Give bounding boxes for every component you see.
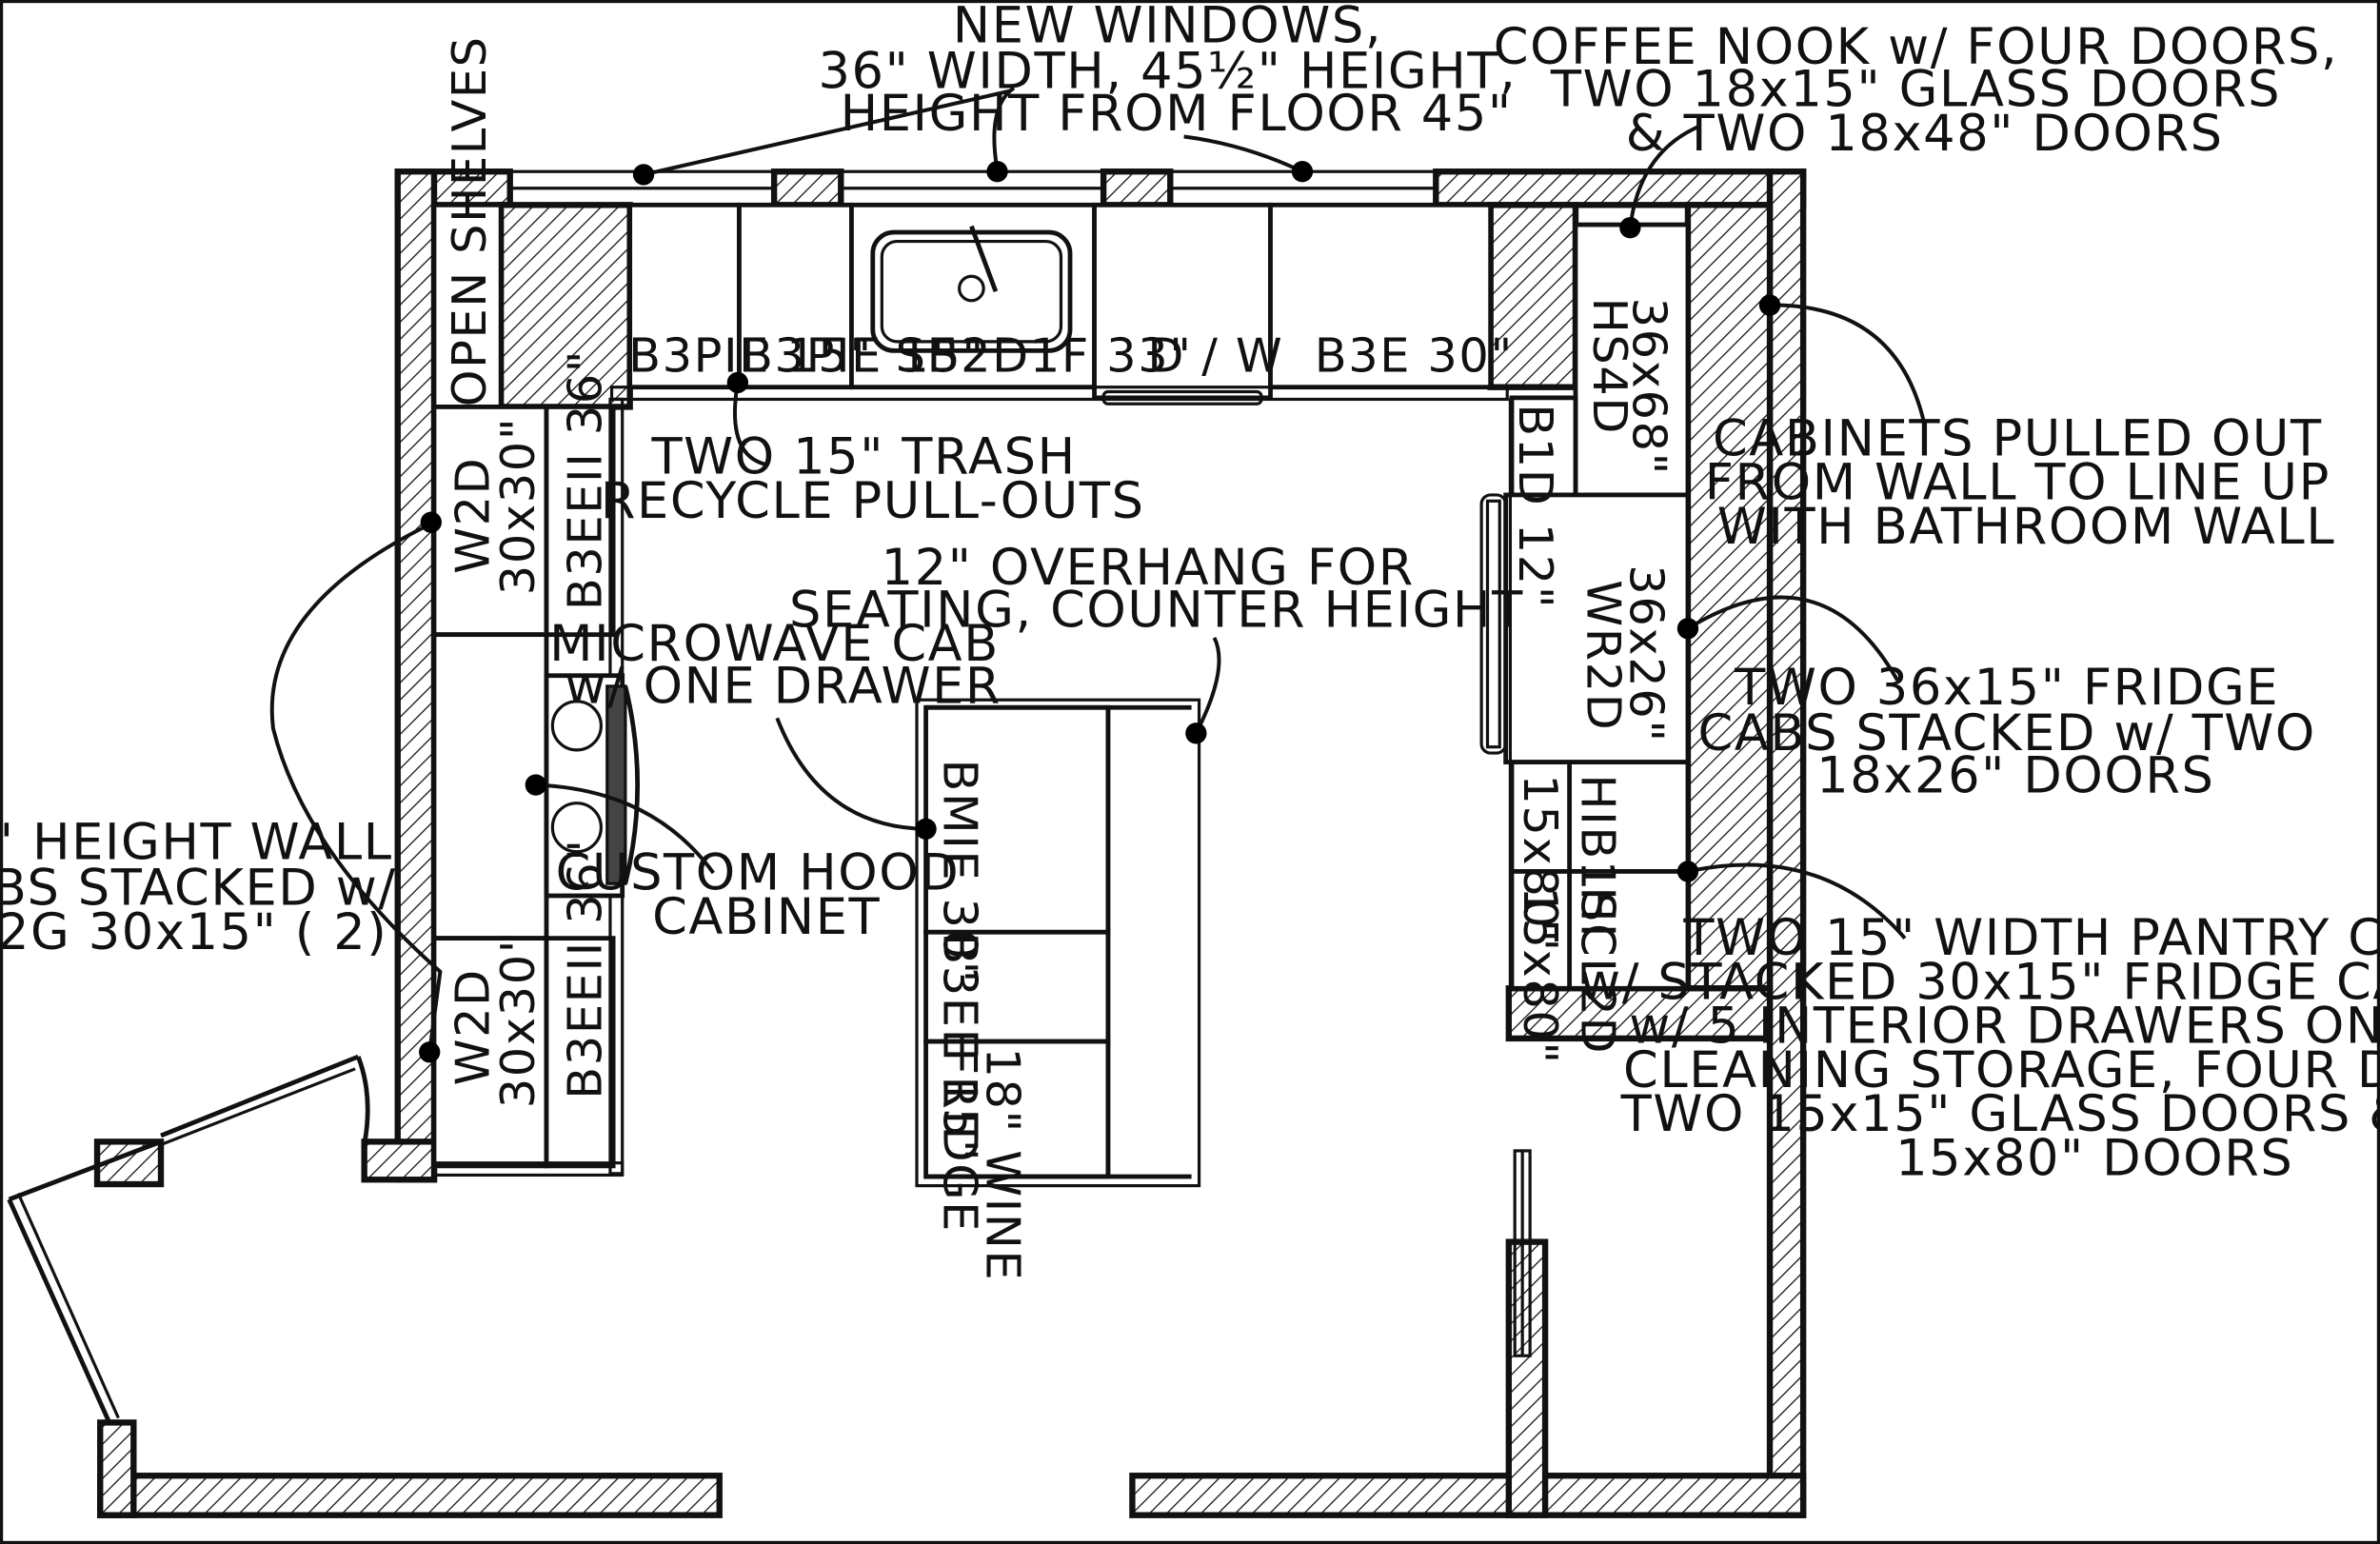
fridge-label: FRIDGE xyxy=(933,1047,988,1233)
b3pie-label-1: B3PIE 15" xyxy=(628,328,873,384)
trash-note-line-2: RECYCLE PULL-OUTS xyxy=(601,472,1145,530)
windows-marker-2 xyxy=(986,161,1008,183)
b3ee-label: B3EE 15" xyxy=(933,932,988,1162)
hcl2d-size-label: 15x80" xyxy=(1513,886,1568,1064)
pantry-note-line-3: w/ 5 INTERIOR DRAWERS ONE FOR xyxy=(1629,998,2380,1056)
windows-note-line-2: 36" WIDTH, 45½" HEIGHT, xyxy=(818,42,1517,100)
hood-note-line-1: CUSTOM HOOD xyxy=(556,844,961,902)
pantry-note-line-1: TWO 15" WIDTH PANTRY CABS xyxy=(1682,909,2380,967)
windows xyxy=(508,169,1438,207)
pantry-marker xyxy=(1676,861,1699,882)
cabinets-pulled-note-line-2: FROM WALL TO LINE UP xyxy=(1705,454,2330,512)
door-opening xyxy=(7,1054,370,1424)
top-cabinet-run xyxy=(431,202,1509,409)
wr2d-size-label: 36x26" xyxy=(1618,564,1674,742)
svg-text:COFFEE NOOK w/ FOUR DOORS,: COFFEE NOOK w/ FOUR DOORS, TWO 18x15" GL… xyxy=(1494,18,2356,163)
coffee-nook-note-line-3: & TWO 18x48" DOORS xyxy=(1626,105,2224,163)
b3eeii-top-label: B3EEII 36" xyxy=(557,349,612,610)
hib1si-size-label: 15x80" xyxy=(1513,774,1568,952)
hs4d-size-label: 36x68" xyxy=(1622,298,1677,476)
pantry-note-line-5: TWO 15x15" GLASS DOORS & TWO xyxy=(1620,1085,2380,1143)
windows-note-line-3: HEIGHT FROM FLOOR 45" xyxy=(841,85,1513,143)
svg-text:12" OVERHANG FOR SEATING: 12" OVERHANG FOR SEATING, COUNTER HEIGHT xyxy=(789,539,1524,640)
cabinet-labels: OPEN SHELVES B3PIE 15" B3PIE 15" SB2D1F … xyxy=(442,35,1676,1281)
wine-label: 18" WINE xyxy=(975,1047,1030,1281)
svg-text:TWO 15" TRASH RECYCLE PU: TWO 15" TRASH RECYCLE PULL-OUTS xyxy=(601,428,1145,530)
right-cabinet-run xyxy=(1479,222,1691,991)
wall-cabs-marker-2 xyxy=(419,1041,441,1063)
microwave-note-line-2: w/ ONE DRAWER xyxy=(565,657,1002,715)
fridge-cabs-note-line-1: TWO 36x15" FRIDGE xyxy=(1734,659,2279,717)
pantry-note-line-4: CLEANING STORAGE, FOUR DOORS xyxy=(1623,1041,2380,1099)
overhang-note-line-1: 12" OVERHANG FOR xyxy=(882,539,1415,597)
sink-label: SB2D1F 33" xyxy=(896,328,1193,384)
annotation-notes: NEW WINDOWS, 36" WIDTH, 45½" HEIGHT, HEI… xyxy=(0,0,2380,1187)
wall-cabs-note-line-1: 30" HEIGHT WALL xyxy=(0,814,393,872)
w2d-bottom-label: W2D xyxy=(445,968,500,1085)
hood-note-line-2: CABINET xyxy=(652,888,881,946)
cabinets-pulled-marker xyxy=(1758,294,1781,316)
cabinets-pulled-note-line-3: WITH BATHROOM WALL xyxy=(1717,498,2335,556)
microwave-marker xyxy=(915,818,937,840)
windows-marker-1 xyxy=(632,164,655,186)
wr2d-label: WR2D xyxy=(1577,580,1632,731)
pantry-note-line-2: w/ STACKED 30x15" FRIDGE CAB, ONE xyxy=(1579,953,2380,1011)
svg-text:CUSTOM HOOD CABINET: CUSTOM HOOD CABINET xyxy=(556,844,978,946)
svg-text:NEW WINDOWS, 36" WIDTH,: NEW WINDOWS, 36" WIDTH, 45½" HEIGHT, HEI… xyxy=(818,0,1534,143)
island xyxy=(915,698,1201,1188)
dishwasher-label: D / W xyxy=(1147,328,1283,384)
hs4d-label: HS4D xyxy=(1582,298,1637,435)
windows-note-line-1: NEW WINDOWS, xyxy=(953,0,1382,55)
open-shelves-label: OPEN SHELVES xyxy=(442,35,497,406)
fridge-cabs-note-line-3: 18x26" DOORS xyxy=(1816,747,2214,805)
right-door xyxy=(1513,1149,1532,1357)
svg-text:TWO 36x15" FRIDGE CABS S: TWO 36x15" FRIDGE CABS STACKED w/ TWO 18… xyxy=(1697,659,2333,805)
overhang-note-line-2: SEATING, COUNTER HEIGHT xyxy=(789,582,1524,640)
b3eeii-bottom-label: B3EEII 36" xyxy=(557,838,612,1099)
w2d-bottom-size-label: 30x30" xyxy=(490,930,545,1108)
overhang-marker xyxy=(1185,723,1207,744)
w2d-top-label: W2D xyxy=(445,457,500,574)
svg-text:30" HEIGHT WALL CABS STA: 30" HEIGHT WALL CABS STACKED w/ W2G 30x1… xyxy=(0,814,414,961)
hcl2d-label: HCL2D xyxy=(1570,886,1625,1055)
cabinets-pulled-note-line-1: CABINETS PULLED OUT xyxy=(1713,409,2323,467)
hood-marker xyxy=(525,774,546,796)
b1d-label: B1D 12" xyxy=(1508,404,1563,609)
coffee-nook-note-line-2: TWO 18x15" GLASS DOORS xyxy=(1550,61,2281,119)
wall-cabs-marker-1 xyxy=(420,511,442,533)
wall-cabs-note-line-3: W2G 30x15" ( 2) xyxy=(0,903,387,961)
coffee-nook-note-line-1: COFFEE NOOK w/ FOUR DOORS, xyxy=(1494,18,2339,76)
walls xyxy=(93,168,1807,1518)
coffee-nook-marker xyxy=(1619,217,1641,239)
w2d-top-size-label: 30x30" xyxy=(490,417,545,595)
trash-marker xyxy=(726,371,749,394)
microwave-note-line-1: MICROWAVE CAB xyxy=(549,615,1000,673)
pantry-note-line-6: 15x80" DOORS xyxy=(1895,1129,2293,1187)
windows-marker-3 xyxy=(1291,161,1314,183)
wall-cabs-note-line-2: CABS STACKED w/ xyxy=(0,860,397,918)
leaders xyxy=(269,86,1927,1063)
fridge-cabs-note-line-2: CABS STACKED w/ TWO xyxy=(1697,704,2315,762)
bmie-label: BMIE 30" xyxy=(933,759,988,983)
hib1si-label: HIB1SI xyxy=(1570,774,1625,939)
svg-text:CABINETS PULLED OUT FROM: CABINETS PULLED OUT FROM WALL TO LINE UP… xyxy=(1705,409,2349,556)
svg-text:TWO 15" WIDTH PANTRY CABS: TWO 15" WIDTH PANTRY CABS w/ STACKED 30x… xyxy=(1579,909,2380,1187)
fridge-cabs-marker xyxy=(1676,618,1699,640)
b3pie-label-2: B3PIE 15" xyxy=(741,328,985,384)
b3e-label: B3E 30" xyxy=(1315,328,1514,384)
svg-text:MICROWAVE CAB w/ ONE DRA: MICROWAVE CAB w/ ONE DRAWER xyxy=(549,615,1017,716)
trash-note-line-1: TWO 15" TRASH xyxy=(650,428,1076,486)
